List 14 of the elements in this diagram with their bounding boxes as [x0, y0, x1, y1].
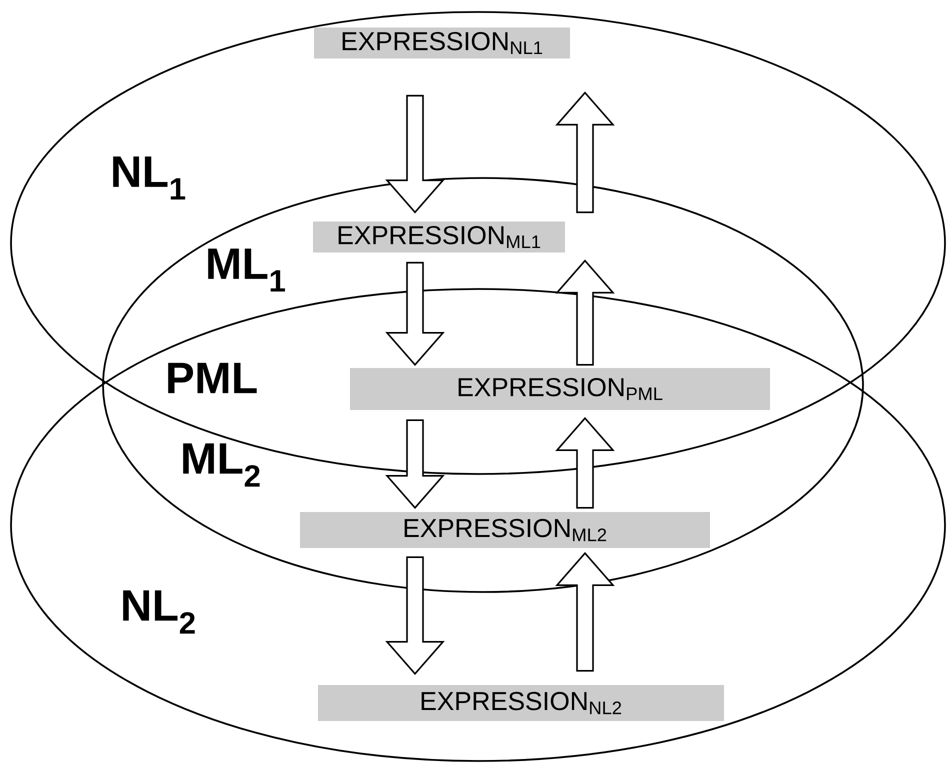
- region-label: NL$_{2}$: [123, 590, 195, 634]
- expression-box: EXPRESSION$_{NL1}$: [314, 28, 570, 58]
- region-label: ML$_{2}$: [183, 443, 260, 487]
- block-arrow: [385, 94, 445, 214]
- region-label: PML: [168, 362, 257, 394]
- region-label: NL$_{1}$: [113, 156, 186, 200]
- block-arrow: [385, 262, 445, 366]
- expression-box: EXPRESSION$_{PML}$: [350, 368, 770, 410]
- expression-box: EXPRESSION$_{NL2}$: [318, 685, 724, 721]
- region-label: ML$_{1}$: [208, 248, 286, 292]
- expression-box: EXPRESSION$_{ML1}$: [313, 222, 565, 252]
- expression-box: EXPRESSION$_{ML2}$: [300, 512, 710, 548]
- block-arrow: [385, 419, 445, 510]
- block-arrow: [385, 556, 445, 676]
